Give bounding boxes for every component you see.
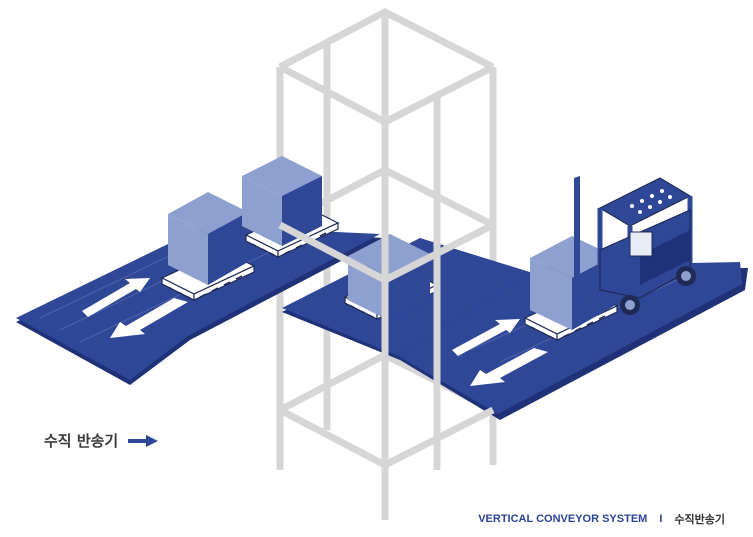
footer-title-ko: 수직반송기 [674, 514, 725, 526]
double-arrow-icon [452, 319, 548, 386]
caption-text: 수직 반송기 [44, 432, 119, 450]
box-left [161, 192, 255, 301]
footer-separator: I [659, 513, 663, 525]
box-right [524, 236, 618, 341]
footer: VERTICAL CONVEYOR SYSTEM I 수직반송기 [478, 511, 725, 527]
left-conveyor [16, 226, 385, 385]
forklift-icon [574, 176, 696, 315]
tower-frame-front [278, 12, 495, 520]
caption-label: 수직 반송기 [44, 430, 159, 451]
right-conveyor [398, 262, 748, 420]
box-center [344, 234, 438, 320]
double-arrow-icon [82, 278, 188, 338]
footer-title-en: VERTICAL CONVEYOR SYSTEM [478, 513, 648, 525]
arrow-right-icon [128, 434, 159, 447]
